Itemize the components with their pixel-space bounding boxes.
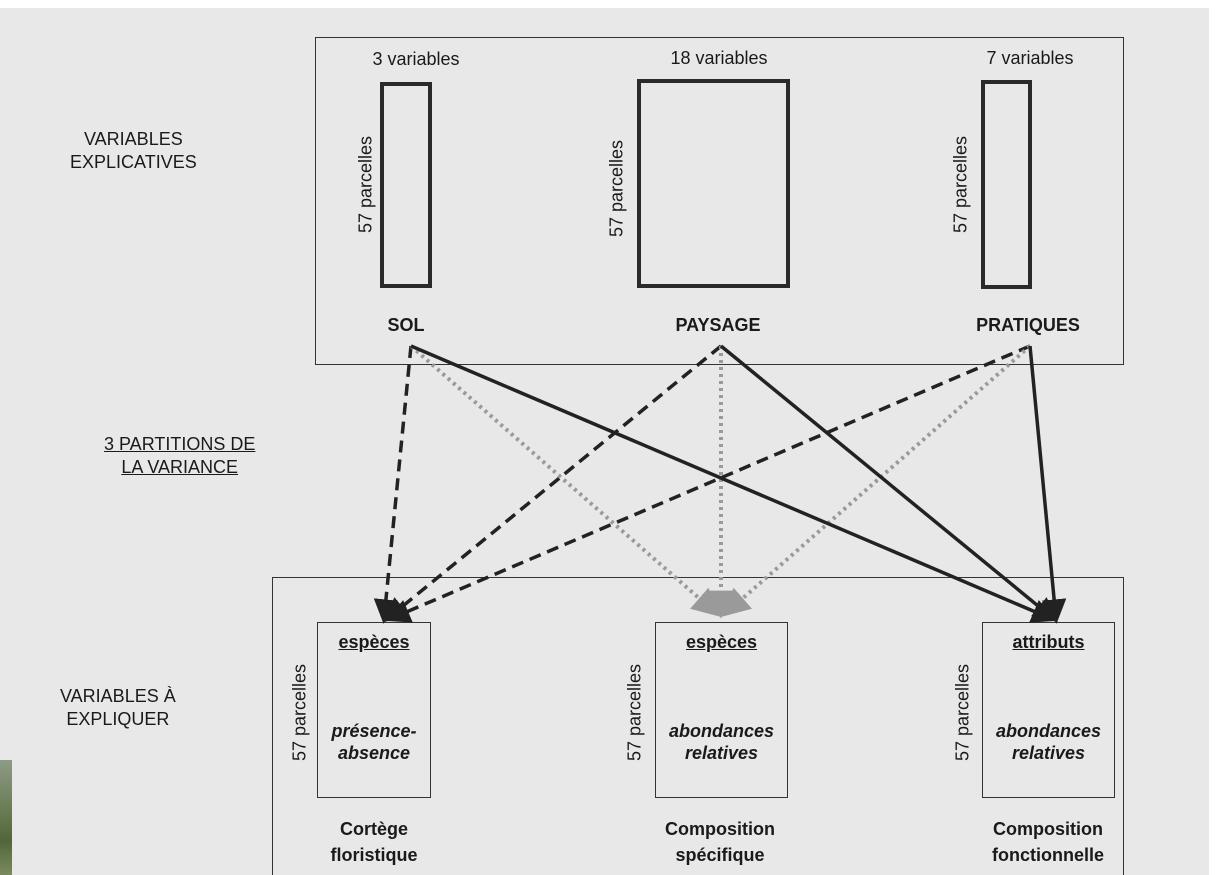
arrow-paysage-to-cortege <box>383 344 723 623</box>
label-partitions: 3 PARTITIONS DE LA VARIANCE <box>104 433 255 479</box>
label-expliquer-line2: EXPLIQUER <box>66 709 170 729</box>
pratiques-title: PRATIQUES <box>976 315 1080 335</box>
cortege-line1: présence- <box>331 721 417 741</box>
arrow-pratiques-to-fonctionnelle <box>1028 345 1067 624</box>
arrow-sol-to-specifique <box>409 344 721 617</box>
label-partitions-line1: 3 PARTITIONS DE <box>104 434 256 454</box>
label-expliquer-line1: VARIABLES À <box>60 686 176 706</box>
label-explicatives-line2: EXPLICATIVES <box>70 152 197 172</box>
explanatory-frame <box>315 37 1124 365</box>
fonctionnelle-header: attributs <box>1012 632 1085 652</box>
arrow-paysage-to-fonctionnelle <box>719 344 1058 623</box>
arrow-pratiques-to-specifique <box>721 344 1032 617</box>
response-box-specifique <box>655 622 788 798</box>
paysage-variables-count: 18 variables <box>670 48 768 68</box>
sol-title: SOL <box>387 315 425 335</box>
fonctionnelle-line1: abondances <box>995 721 1102 741</box>
label-partitions-line2: LA VARIANCE <box>121 457 239 477</box>
specifique-header: espèces <box>685 632 758 652</box>
sol-variables-count: 3 variables <box>372 49 460 69</box>
specifique-caption1: Composition <box>665 819 775 839</box>
paysage-title: PAYSAGE <box>675 315 761 335</box>
arrow-sol-to-cortege <box>373 345 413 624</box>
arrow-pratiques-to-cortege <box>385 344 1031 623</box>
cortege-header: espèces <box>338 632 410 652</box>
paysage-matrix <box>637 79 790 288</box>
response-frame <box>272 577 1124 875</box>
label-explicatives: VARIABLES EXPLICATIVES <box>70 128 197 174</box>
cortege-caption1: Cortège <box>339 819 408 839</box>
fonctionnelle-caption1: Composition <box>993 819 1103 839</box>
page-right-edge <box>1209 0 1219 875</box>
fonctionnelle-caption2: fonctionnelle <box>992 845 1104 865</box>
cortege-caption2: floristique <box>330 845 418 865</box>
specifique-line2: relatives <box>684 743 759 763</box>
pratiques-variables-count: 7 variables <box>986 48 1074 68</box>
arrow-sol-to-fonctionnelle <box>410 344 1057 623</box>
cortege-line2: absence <box>337 743 411 763</box>
pratiques-matrix <box>981 80 1032 289</box>
label-expliquer: VARIABLES À EXPLIQUER <box>60 685 176 731</box>
page-top-edge <box>0 0 1219 8</box>
label-explicatives-line1: VARIABLES <box>84 129 183 149</box>
photo-fragment <box>0 760 12 875</box>
specifique-caption2: spécifique <box>675 845 765 865</box>
sol-matrix <box>380 82 432 288</box>
specifique-line1: abondances <box>668 721 775 741</box>
fonctionnelle-line2: relatives <box>1011 743 1086 763</box>
